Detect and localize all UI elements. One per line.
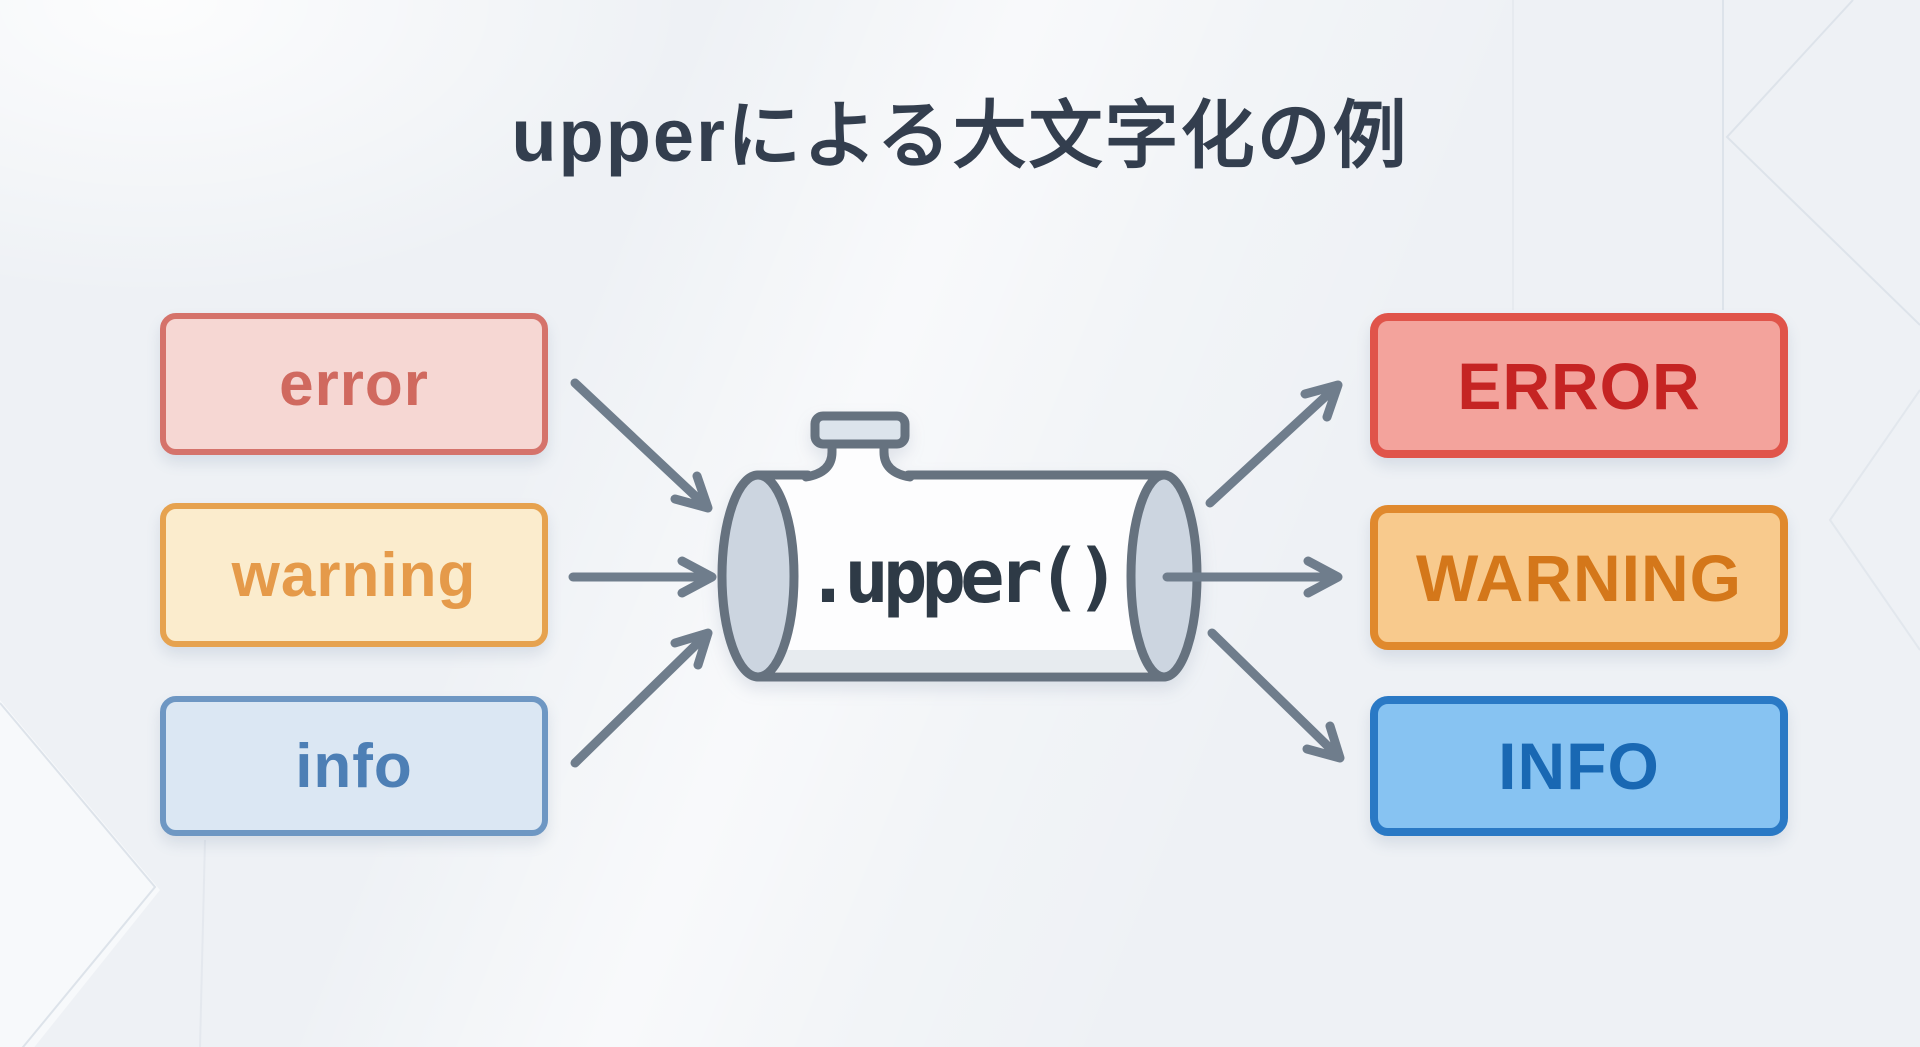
input-box-warning: warning (160, 503, 548, 647)
machine-neck-right (879, 433, 915, 482)
machine-left-end (717, 470, 799, 682)
arrow-input-error (570, 378, 713, 513)
machine-cap (810, 411, 910, 449)
input-box-info: info (160, 696, 548, 836)
output-box-info: INFO (1370, 696, 1788, 836)
background-chevron-fill (0, 700, 160, 1047)
input-label-info: info (295, 731, 413, 801)
input-label-warning: warning (231, 540, 477, 610)
output-box-warning: WARNING (1370, 505, 1788, 650)
arrow-output-warning (1162, 556, 1343, 598)
arrow-output-error (1205, 380, 1343, 508)
machine-neck-left (801, 433, 837, 482)
background-chevron-right-top (1725, 0, 1920, 326)
background-chevron-right-mid (1828, 389, 1920, 651)
arrow-input-info (570, 628, 713, 768)
output-box-error: ERROR (1370, 313, 1788, 458)
background-chevron-left (0, 702, 157, 1047)
output-label-warning: WARNING (1416, 540, 1742, 615)
arrow-input-warning (568, 556, 717, 598)
input-label-error: error (279, 349, 429, 419)
output-label-error: ERROR (1457, 348, 1701, 423)
machine-body-shading (766, 650, 1156, 672)
background-line-left (199, 839, 206, 1047)
upper-machine (717, 411, 1202, 682)
machine-label: .upper() (805, 534, 1120, 620)
machine-body (758, 475, 1164, 677)
input-box-error: error (160, 313, 548, 455)
arrow-output-info (1207, 628, 1345, 763)
output-label-info: INFO (1498, 729, 1660, 803)
page-title: upperによる大文字化の例 (511, 94, 1409, 177)
